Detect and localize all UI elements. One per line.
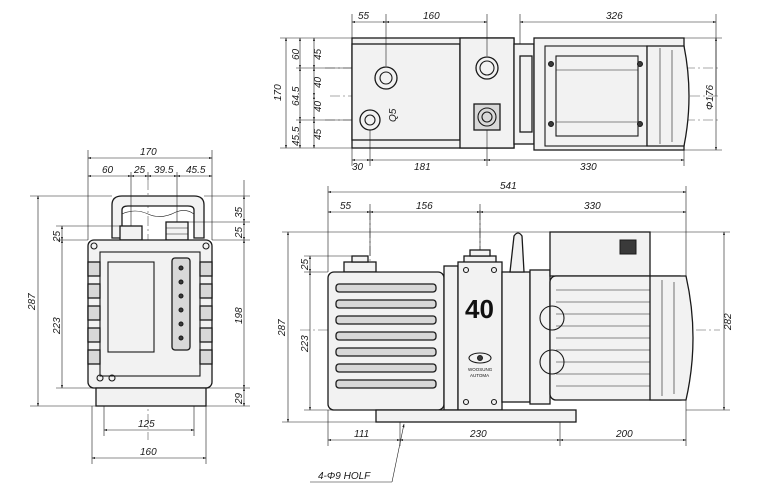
dim-198-side: 198 — [234, 307, 245, 324]
side-view: 170 60 25 39.5 45.5 287 25 223 35 — [27, 147, 250, 464]
dim-330-front: 330 — [584, 201, 601, 212]
dim-170-top: 170 — [273, 84, 284, 101]
dim-223-side: 223 — [52, 317, 63, 335]
dim-170-side: 170 — [140, 147, 157, 158]
dim-230-front: 230 — [469, 429, 487, 440]
dim-39-5-side: 39.5 — [154, 165, 174, 176]
model-number: 40 — [465, 294, 494, 324]
front-plate — [457, 261, 503, 411]
dim-156-front: 156 — [416, 201, 433, 212]
dim-55-top: 55 — [358, 11, 370, 22]
dim-40a-top: 40 — [313, 76, 324, 88]
dim-45-5-top: 45.5 — [291, 126, 302, 146]
dim-223-front: 223 — [300, 335, 311, 353]
dim-330-top: 330 — [580, 162, 597, 173]
dim-q5-top: Q5 — [388, 108, 399, 122]
inlet-port-top — [374, 66, 398, 90]
dim-55-front: 55 — [340, 201, 352, 212]
dim-40b-top: 40 — [313, 100, 324, 112]
dim-125-side: 125 — [138, 419, 155, 430]
dim-287-side: 287 — [27, 293, 38, 311]
pump-body-front — [327, 271, 445, 411]
dim-60-side: 60 — [102, 165, 114, 176]
dim-phi176-top: Φ176 — [705, 85, 716, 110]
gas-ballast-lever — [509, 232, 525, 273]
hole-note: 4-Φ9 HOLF — [318, 471, 371, 482]
dim-200-front: 200 — [615, 429, 633, 440]
dim-160-side: 160 — [140, 447, 157, 458]
dim-287-front: 287 — [277, 319, 288, 337]
brand-line1: WOOSUNG — [468, 367, 493, 372]
base-front — [375, 409, 577, 423]
dim-541-front: 541 — [500, 181, 517, 192]
dim-64-5-top: 64.5 — [291, 86, 302, 106]
dim-111-front: 111 — [354, 429, 369, 440]
dim-29-side: 29 — [234, 392, 245, 405]
sight-glass-side — [171, 257, 191, 351]
dim-25-side: 25 — [133, 165, 146, 176]
brand-logo-icon — [468, 352, 492, 364]
dim-326-top: 326 — [606, 11, 623, 22]
front-view: 40 WOOSUNG AUTOMA — [277, 181, 734, 483]
top-view: 55 160 326 170 60 64.5 45.5 45 40 40 45 … — [273, 11, 722, 173]
dim-25-side-right: 25 — [234, 226, 245, 239]
brand-line2: AUTOMA — [470, 373, 489, 378]
base-side — [95, 387, 207, 407]
inlet-port-front — [343, 261, 377, 273]
dim-30-top: 30 — [352, 162, 364, 173]
dim-45b-top: 45 — [313, 128, 324, 140]
dim-45a-top: 45 — [313, 48, 324, 60]
dim-25-front: 25 — [300, 258, 311, 271]
dim-181-top: 181 — [414, 162, 431, 173]
dim-282-front: 282 — [723, 313, 734, 331]
exhaust-port-top — [359, 109, 381, 131]
dim-35-side: 35 — [234, 206, 245, 218]
dim-45-5-side: 45.5 — [186, 165, 206, 176]
dim-25-side-left: 25 — [52, 230, 63, 243]
dim-160-top: 160 — [423, 11, 440, 22]
power-switch-icon — [619, 239, 637, 255]
dim-60-top: 60 — [291, 48, 302, 60]
